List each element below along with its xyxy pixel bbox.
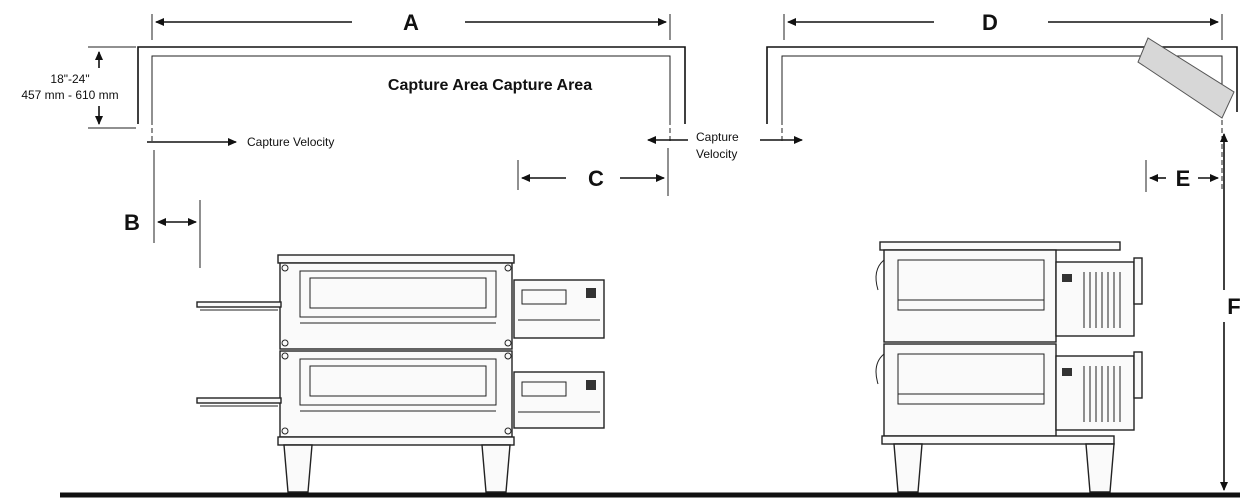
velocity-word: Velocity <box>696 147 737 161</box>
left-hood <box>137 46 686 143</box>
right-conveyor-oven <box>875 241 1143 493</box>
left-conveyor-oven <box>196 254 605 493</box>
grease-filter <box>1137 37 1235 119</box>
hood-height-dimension: 18"-24" 457 mm - 610 mm <box>21 46 136 129</box>
label-a: A <box>403 10 419 35</box>
capture-velocity-left: Capture Velocity <box>147 135 334 149</box>
right-hood <box>766 37 1238 190</box>
hood-height-inches: 18"-24" <box>50 72 89 86</box>
capture-velocity-center: Capture Velocity <box>647 130 803 161</box>
capture-word: Capture <box>696 130 739 144</box>
dimension-d: D <box>783 10 1223 40</box>
label-f: F <box>1227 294 1240 319</box>
capture-velocity-label: Capture Velocity <box>247 135 334 149</box>
dimension-a: A <box>151 10 671 40</box>
dimension-e: E <box>1145 160 1219 192</box>
dimension-b: B <box>124 150 201 268</box>
dimension-f: F <box>1220 133 1241 491</box>
label-b: B <box>124 210 140 235</box>
label-d: D <box>982 10 998 35</box>
dimension-c: C <box>517 148 669 196</box>
label-e: E <box>1176 166 1191 191</box>
capture-area-label: Capture Area Capture Area <box>388 77 592 94</box>
label-c: C <box>588 166 604 191</box>
hood-height-mm: 457 mm - 610 mm <box>21 88 118 102</box>
